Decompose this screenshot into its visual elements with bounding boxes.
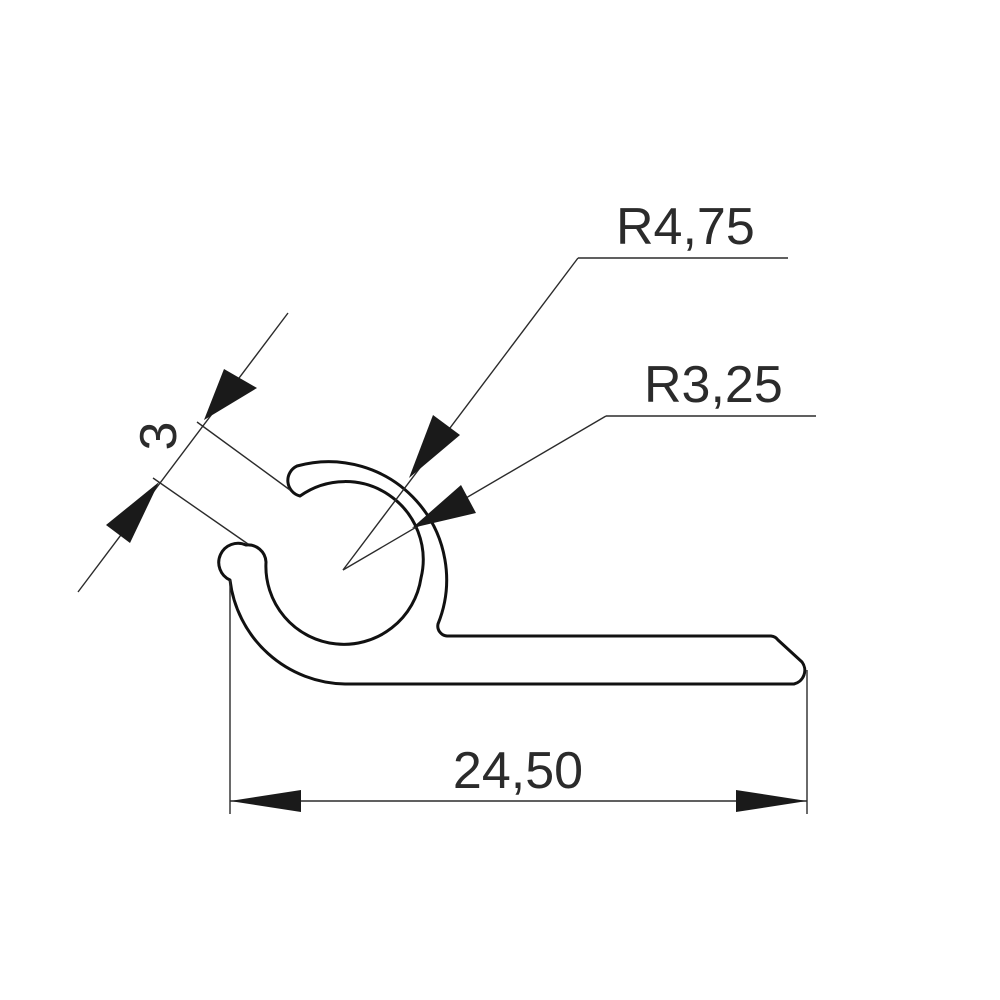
width-label: 24,50	[453, 742, 583, 800]
thickness-extension-lower	[152, 477, 249, 545]
radius-inner-label: R3,25	[644, 356, 783, 414]
leader-radius-inner	[342, 415, 816, 571]
width-dimension	[229, 580, 808, 814]
profile-outline	[217, 460, 807, 686]
leader-arrowhead-inner	[412, 485, 476, 528]
thickness-dimension-line	[77, 312, 289, 593]
leader-arrowhead-outer	[409, 415, 460, 478]
thickness-label: 3	[130, 422, 188, 451]
width-arrowhead-left	[230, 790, 301, 812]
thickness-dimension	[77, 312, 291, 593]
thickness-extension-upper	[196, 421, 291, 491]
radius-outer-label: R4,75	[616, 198, 755, 256]
leader-radius-outer	[342, 257, 788, 571]
thickness-arrowhead-lower	[106, 482, 159, 543]
width-arrowhead-right	[736, 790, 807, 812]
thickness-arrowhead-upper	[204, 369, 257, 420]
